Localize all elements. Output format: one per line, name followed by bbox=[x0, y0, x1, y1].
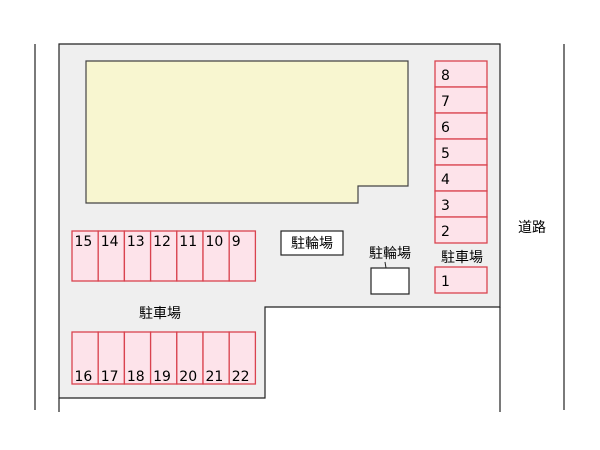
parking-space-1: 1 bbox=[434, 266, 488, 294]
parking-space-number: 14 bbox=[101, 234, 119, 250]
parking-space-19: 19 bbox=[149, 331, 178, 385]
parking-space-5: 5 bbox=[434, 138, 488, 166]
parking-space-16: 16 bbox=[71, 331, 99, 385]
parking-space-11: 11 bbox=[176, 230, 204, 282]
parking-space-number: 13 bbox=[127, 234, 145, 250]
parking-space-4: 4 bbox=[434, 164, 488, 192]
parking-space-6: 6 bbox=[434, 112, 488, 140]
parking-space-12: 12 bbox=[149, 230, 178, 282]
parking-space-number: 8 bbox=[441, 68, 450, 84]
parking-space-box bbox=[434, 216, 488, 244]
parking-space-number: 3 bbox=[441, 198, 450, 214]
parking-space-21: 21 bbox=[202, 331, 230, 385]
parking-space-number: 20 bbox=[179, 369, 197, 385]
parking-space-number: 11 bbox=[179, 234, 197, 250]
parking-row-lower: 16 17 18 19 20 21 22 bbox=[71, 331, 257, 385]
parking-space-7: 7 bbox=[434, 86, 488, 114]
parking-space-22: 22 bbox=[228, 331, 257, 385]
parking-space-number: 22 bbox=[232, 369, 250, 385]
parking-space-13: 13 bbox=[123, 230, 152, 282]
parking-space-box bbox=[434, 164, 488, 192]
parking-space-box bbox=[202, 230, 230, 282]
parking-space-15: 15 bbox=[71, 230, 99, 282]
parking-space-2: 2 bbox=[434, 216, 488, 244]
parking-space-number: 18 bbox=[127, 369, 145, 385]
parking-space-box bbox=[97, 230, 126, 282]
parking-space-box bbox=[149, 331, 178, 385]
bicycle-parking-label-box bbox=[280, 230, 344, 256]
parking-space-box bbox=[434, 112, 488, 140]
parking-space-9: 9 bbox=[228, 230, 257, 282]
parking-space-box bbox=[228, 331, 257, 385]
parking-space-box bbox=[123, 230, 152, 282]
parking-space-number: 4 bbox=[441, 172, 450, 188]
parking-space-number: 10 bbox=[206, 234, 224, 250]
parking-label-right: 駐車場 bbox=[441, 249, 483, 266]
parking-space-box bbox=[434, 86, 488, 114]
bicycle-parking-label-boxed: 駐輪場 bbox=[291, 235, 333, 252]
parking-space-number: 12 bbox=[153, 234, 171, 250]
parking-space-18: 18 bbox=[123, 331, 152, 385]
parking-space-number: 7 bbox=[441, 94, 450, 110]
parking-space-number: 16 bbox=[75, 369, 93, 385]
parking-space-20: 20 bbox=[176, 331, 204, 385]
parking-space-8: 8 bbox=[434, 60, 488, 88]
parking-space-box bbox=[71, 230, 99, 282]
parking-space-box bbox=[228, 230, 257, 282]
parking-space-number: 2 bbox=[441, 224, 450, 240]
parking-space-number: 9 bbox=[232, 234, 241, 250]
parking-space-number: 19 bbox=[153, 369, 171, 385]
parking-label-left: 駐車場 bbox=[139, 305, 181, 322]
parking-space-box bbox=[434, 190, 488, 218]
parking-space-box bbox=[202, 331, 230, 385]
parking-space-number: 17 bbox=[101, 369, 119, 385]
parking-space-box bbox=[434, 138, 488, 166]
parking-space-box bbox=[176, 331, 204, 385]
parking-space-box bbox=[434, 266, 488, 294]
road-label: 道路 bbox=[518, 220, 546, 236]
parking-space-number: 15 bbox=[75, 234, 93, 250]
parking-space-17: 17 bbox=[97, 331, 126, 385]
parking-column-right: 8 7 6 5 4 3 2 bbox=[434, 60, 488, 244]
parking-space-number: 21 bbox=[206, 369, 224, 385]
parking-space-3: 3 bbox=[434, 190, 488, 218]
parking-space-box bbox=[176, 230, 204, 282]
parking-space-number: 1 bbox=[441, 274, 450, 290]
bicycle-parking-label-small: 駐輪場 bbox=[369, 245, 411, 262]
parking-space-14: 14 bbox=[97, 230, 126, 282]
parking-space-box bbox=[434, 60, 488, 88]
parking-space-10: 10 bbox=[202, 230, 230, 282]
parking-space-number: 5 bbox=[441, 146, 450, 162]
parking-space-box bbox=[71, 331, 99, 385]
building bbox=[85, 60, 409, 204]
parking-space-number: 6 bbox=[441, 120, 450, 136]
bicycle-parking-area bbox=[370, 267, 410, 295]
parking-row-upper: 15 14 13 12 11 10 9 bbox=[71, 230, 257, 282]
